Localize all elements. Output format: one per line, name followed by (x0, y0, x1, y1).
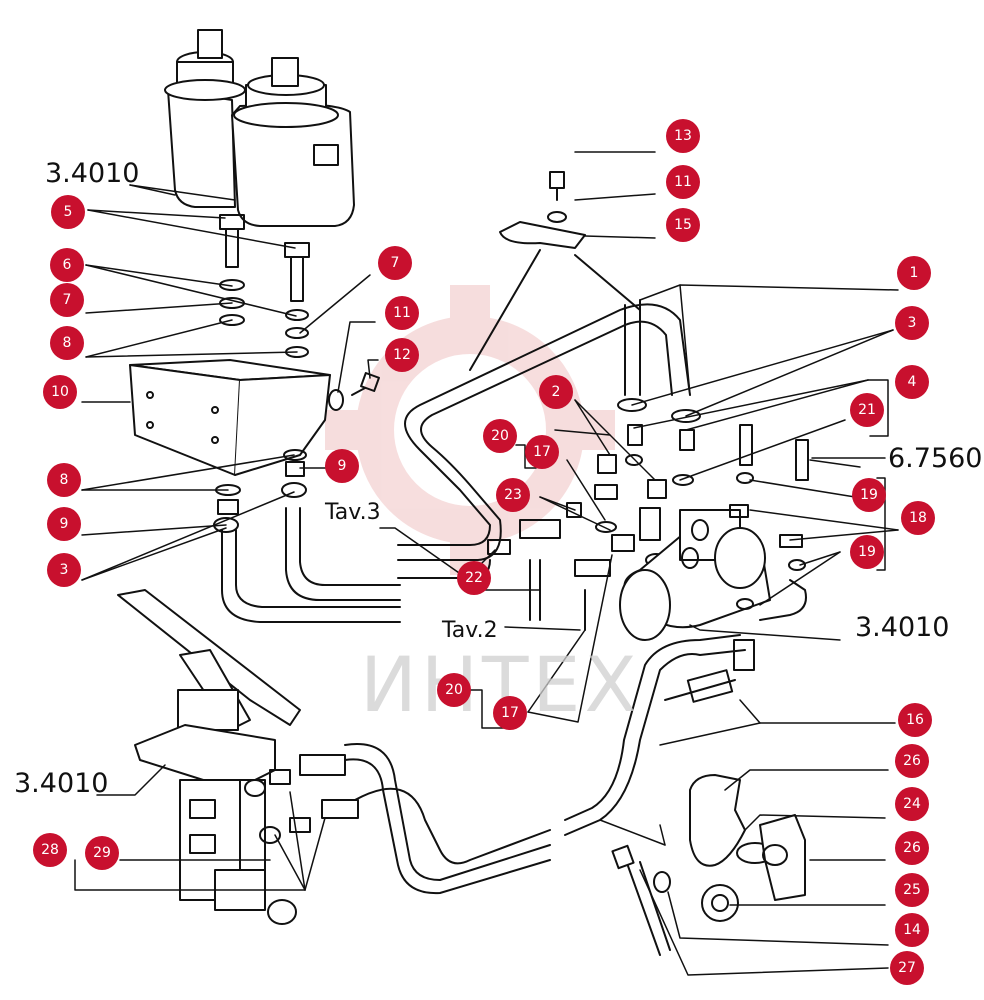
bracket-10 (129, 359, 331, 476)
callout-1: 1 (897, 256, 931, 290)
callout-8-lower: 8 (47, 463, 81, 497)
watermark-gear-icon (325, 285, 615, 575)
callout-7-left: 7 (50, 283, 84, 317)
bolt-5 (219, 214, 310, 302)
callout-20-upper: 20 (483, 419, 517, 453)
callout-8-upper: 8 (50, 326, 84, 360)
leader-lines (74, 151, 899, 976)
callout-3-left: 3 (47, 553, 81, 587)
brake-lines-lower (344, 634, 755, 895)
callout-29: 29 (85, 836, 119, 870)
callout-12: 12 (385, 338, 419, 372)
callout-20-lower: 20 (437, 673, 471, 707)
callout-11-left: 11 (385, 296, 419, 330)
ref-label-bottom-left: 3.4010 (14, 768, 109, 799)
tav-label-3: Tav.3 (325, 500, 381, 525)
ref-label-right-top: 6.7560 (888, 443, 983, 474)
washer-11-screw-12 (328, 372, 380, 411)
fittings-18-19 (729, 424, 809, 621)
callout-17-lower: 17 (493, 696, 527, 730)
screw-27 (611, 844, 671, 956)
callout-15: 15 (666, 208, 700, 242)
callout-26-upper: 26 (895, 744, 929, 778)
callout-28: 28 (33, 833, 67, 867)
brake-lines-upper (397, 299, 691, 579)
callout-21: 21 (850, 393, 884, 427)
callout-4: 4 (895, 365, 929, 399)
pedal-master-cylinder (134, 724, 359, 925)
callout-9-right: 9 (325, 449, 359, 483)
master-cylinder (619, 509, 771, 641)
callout-18: 18 (901, 501, 935, 535)
tav-label-2: Tav.2 (442, 618, 498, 643)
clamp-assembly-24-26 (689, 774, 806, 922)
callout-25: 25 (895, 873, 929, 907)
callout-19-upper: 19 (852, 478, 886, 512)
washers-6-7-8 (219, 279, 309, 358)
reservoir-hoses (221, 507, 401, 623)
callout-22: 22 (457, 561, 491, 595)
reservoir-right (231, 57, 355, 227)
callout-3-right: 3 (895, 306, 929, 340)
callout-23: 23 (496, 478, 530, 512)
reservoir-left (164, 29, 246, 208)
callout-24: 24 (895, 787, 929, 821)
callout-13: 13 (666, 119, 700, 153)
callout-14: 14 (895, 913, 929, 947)
callout-27: 27 (890, 951, 924, 985)
callout-9-left: 9 (47, 507, 81, 541)
clip-15 (469, 171, 641, 371)
callout-16: 16 (898, 703, 932, 737)
callout-10: 10 (43, 375, 77, 409)
callout-7-right: 7 (378, 246, 412, 280)
callout-11-right: 11 (666, 165, 700, 199)
callout-5: 5 (51, 195, 85, 229)
brake-pedal (117, 589, 301, 731)
callout-2: 2 (539, 375, 573, 409)
callout-19-lower: 19 (850, 535, 884, 569)
ref-label-top-left: 3.4010 (45, 158, 140, 189)
ref-label-right-middle: 3.4010 (855, 612, 950, 643)
callout-17-upper: 17 (525, 435, 559, 469)
hose-clamps-3 (617, 398, 701, 423)
callout-6: 6 (50, 248, 84, 282)
callout-26-lower: 26 (895, 831, 929, 865)
fittings-cluster (487, 424, 695, 631)
